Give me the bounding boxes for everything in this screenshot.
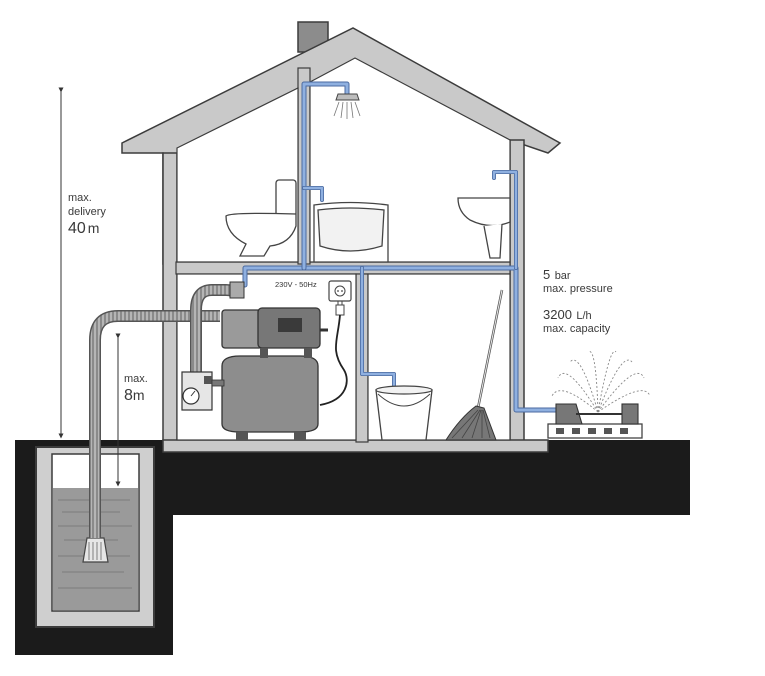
power-socket — [319, 280, 352, 406]
capacity-value: 3200 — [543, 307, 572, 322]
capacity-unit: L/h — [576, 310, 592, 322]
pressure-gauge — [181, 371, 225, 411]
broom — [445, 289, 504, 441]
pressure-caption: max. pressure — [543, 283, 613, 295]
lawn-sprinkler — [547, 350, 651, 439]
bathtub — [313, 201, 389, 263]
capacity-value-label: 3200 L/h — [543, 306, 592, 324]
washbasin — [457, 197, 511, 259]
booster-pump — [221, 281, 328, 440]
pressure-unit: bar — [554, 270, 571, 282]
delivery-value: 40 — [68, 220, 86, 237]
suction-max-label: max. — [124, 373, 148, 385]
delivery-max-label: max. — [68, 192, 92, 204]
pressure-value: 5 — [543, 267, 551, 282]
water-pipes — [242, 81, 563, 413]
toilet — [225, 179, 297, 257]
power-rating-label: 230V - 50Hz — [275, 280, 317, 289]
suction-unit: m — [132, 387, 145, 403]
suction-height-value: 8m — [124, 387, 145, 405]
chimney — [297, 21, 329, 53]
delivery-word-label: delivery — [68, 206, 106, 218]
delivery-unit: m — [87, 220, 100, 236]
capacity-caption: max. capacity — [543, 323, 611, 335]
suction-value: 8 — [124, 387, 133, 404]
pressure-value-label: 5 bar — [543, 266, 571, 284]
foot-valve-strainer — [82, 537, 109, 563]
shower-head — [333, 93, 361, 119]
bucket — [375, 385, 433, 441]
well — [35, 446, 155, 628]
